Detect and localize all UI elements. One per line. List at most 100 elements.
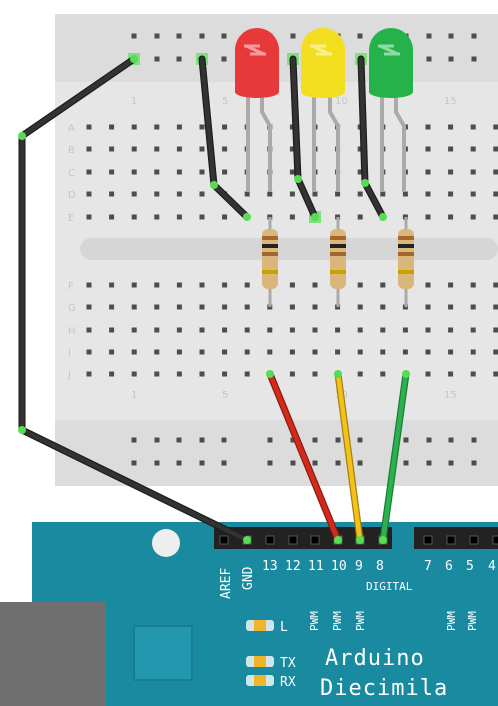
- breadboard-hole: [357, 349, 363, 355]
- rail-hole: [290, 437, 296, 443]
- breadboard-hole: [357, 282, 363, 288]
- breadboard-hole: [312, 371, 318, 377]
- breadboard-hole: [448, 169, 454, 175]
- rail-hole: [290, 33, 296, 39]
- led-green: [369, 28, 413, 192]
- rail-hole: [176, 56, 182, 62]
- led-yellow-body: [301, 28, 345, 92]
- breadboard-hole: [176, 282, 182, 288]
- breadboard-hole: [222, 327, 228, 333]
- breadboard-hole: [244, 327, 250, 333]
- breadboard-hole: [109, 146, 115, 152]
- digital-label: DIGITAL: [366, 580, 413, 593]
- breadboard-hole: [109, 214, 115, 220]
- breadboard-hole: [312, 349, 318, 355]
- breadboard-hole: [289, 191, 295, 197]
- rail-hole: [154, 460, 160, 466]
- breadboard-hole: [176, 304, 182, 310]
- breadboard-hole: [289, 327, 295, 333]
- resistor-band: [330, 244, 346, 248]
- wire-node: [243, 536, 251, 544]
- rail-hole: [448, 437, 454, 443]
- rail-hole: [471, 56, 477, 62]
- breadboard-hole: [86, 124, 92, 130]
- breadboard-hole: [357, 304, 363, 310]
- row-label-e: E: [68, 213, 74, 224]
- led-red-leg-2: [260, 94, 272, 192]
- breadboard-hole: [380, 327, 386, 333]
- wire-yellow-pin9: [335, 371, 363, 543]
- resistor-band: [262, 252, 278, 256]
- rail-hole: [335, 437, 341, 443]
- breadboard-hole: [289, 304, 295, 310]
- breadboard-hole: [448, 282, 454, 288]
- breadboard-hole: [402, 327, 408, 333]
- breadboard-hole: [86, 191, 92, 197]
- breadboard-hole: [131, 169, 137, 175]
- breadboard-hole: [470, 327, 476, 333]
- wires: [18, 55, 410, 544]
- breadboard-hole: [425, 124, 431, 130]
- rail-hole: [357, 437, 363, 443]
- rail-hole: [357, 460, 363, 466]
- wire-node: [266, 370, 274, 378]
- onboard-led-rx-lens: [254, 675, 266, 686]
- pin-label-5: 5: [466, 559, 474, 574]
- row-label-i: I: [68, 348, 71, 359]
- breadboard-hole: [493, 146, 498, 152]
- resistor-band: [262, 236, 278, 240]
- rail-hole: [357, 33, 363, 39]
- breadboard-hole: [357, 327, 363, 333]
- breadboard-hole: [493, 371, 498, 377]
- breadboard-hole: [312, 191, 318, 197]
- rail-hole: [471, 33, 477, 39]
- column-label-1: 1: [131, 96, 137, 107]
- rail-hole: [403, 437, 409, 443]
- led-label-rx: RX: [280, 675, 296, 690]
- breadboard-hole: [470, 214, 476, 220]
- wire-node: [379, 536, 387, 544]
- breadboard-bottom-rail: [55, 420, 498, 486]
- resistor-band: [330, 252, 346, 256]
- wire-node: [361, 179, 369, 187]
- rail-hole: [312, 460, 318, 466]
- breadboard-hole: [199, 282, 205, 288]
- led-red-body: [235, 28, 279, 92]
- rail-hole: [176, 460, 182, 466]
- rail-hole: [267, 437, 273, 443]
- breadboard-hole: [470, 349, 476, 355]
- breadboard-hole: [131, 124, 137, 130]
- resistors: [262, 217, 414, 307]
- pin-label-gnd: GND: [241, 566, 256, 590]
- breadboard-hole: [109, 124, 115, 130]
- breadboard-hole: [154, 214, 160, 220]
- row-label-d: D: [68, 190, 76, 201]
- breadboard-hole: [289, 169, 295, 175]
- breadboard-hole: [131, 349, 137, 355]
- breadboard-hole: [493, 214, 498, 220]
- breadboard-hole: [448, 124, 454, 130]
- breadboard-hole: [176, 371, 182, 377]
- breadboard-hole: [244, 282, 250, 288]
- breadboard-hole: [267, 349, 273, 355]
- rail-hole: [426, 437, 432, 443]
- wire-node: [210, 181, 218, 189]
- rail-hole: [176, 33, 182, 39]
- breadboard-hole: [131, 214, 137, 220]
- wire-node: [18, 132, 26, 140]
- breadboard-hole: [222, 282, 228, 288]
- rail-hole: [335, 460, 341, 466]
- breadboard-hole: [357, 214, 363, 220]
- breadboard-hole: [425, 371, 431, 377]
- breadboard-hole: [244, 304, 250, 310]
- rail-hole: [403, 460, 409, 466]
- resistor-2: [330, 217, 346, 307]
- rail-hole: [221, 437, 227, 443]
- breadboard-hole: [86, 214, 92, 220]
- rail-hole: [176, 437, 182, 443]
- breadboard-hole: [176, 191, 182, 197]
- breadboard-hole: [154, 169, 160, 175]
- rail-hole: [131, 460, 137, 466]
- breadboard-hole: [425, 349, 431, 355]
